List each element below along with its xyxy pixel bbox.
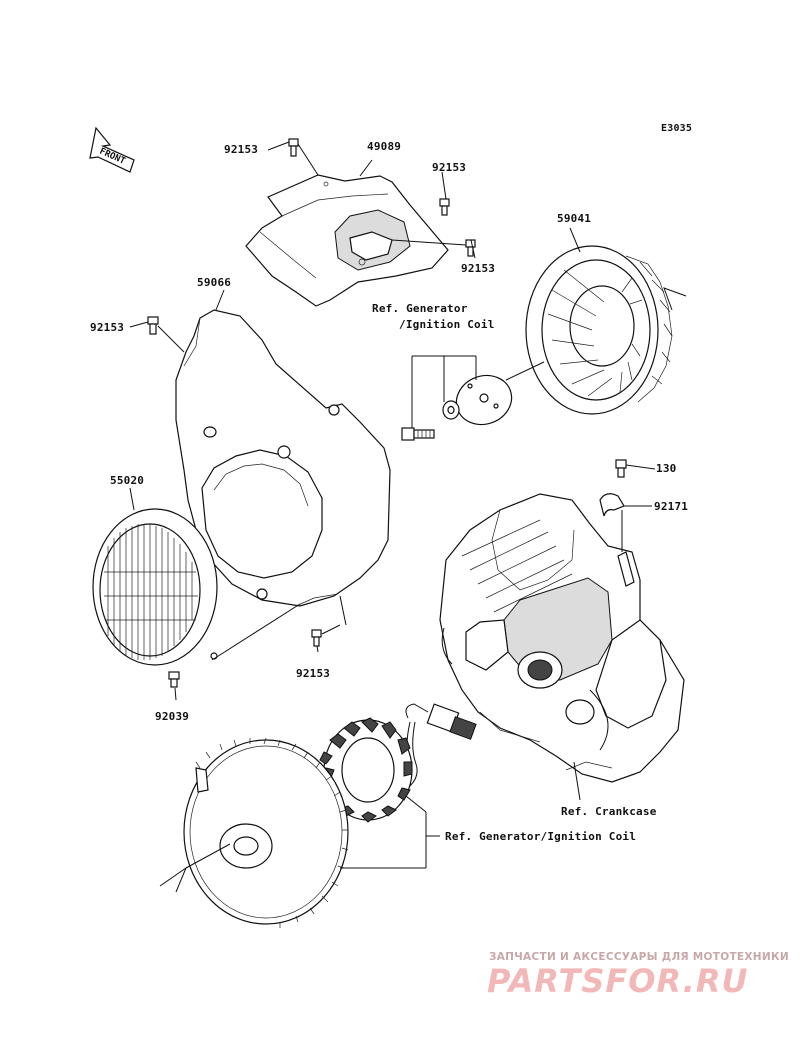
- bolt-92039-icon: [168, 671, 180, 688]
- watermark-logo: PARTSFOR.RU: [487, 962, 749, 1000]
- ref-generator-plate-top: [455, 374, 513, 426]
- part-label-49089[interactable]: 49089: [367, 140, 402, 153]
- part-label-92039[interactable]: 92039: [155, 710, 190, 723]
- ref-generator-ignition-bottom-label: Ref. Generator/Ignition Coil: [445, 830, 637, 843]
- bolt-92153-right-icon: [465, 239, 476, 257]
- part-label-92153-left[interactable]: 92153: [90, 321, 125, 334]
- bolt-generator-icon: [401, 427, 435, 441]
- crankcase-engine: [439, 493, 685, 783]
- cover-49089: [245, 174, 449, 307]
- part-label-92153-top-right[interactable]: 92153: [432, 161, 467, 174]
- ref-generator-ignition-top-line1: Ref. Generator: [372, 302, 468, 315]
- washer-icon: [442, 400, 460, 420]
- fan-housing-59066: [175, 309, 391, 607]
- part-label-59041[interactable]: 59041: [557, 212, 592, 225]
- front-arrow-icon: FRONT: [89, 126, 135, 173]
- flywheel: [159, 737, 349, 928]
- leader-lines: [129, 141, 656, 869]
- cooling-fan-59041: [525, 245, 687, 415]
- wiring-connector: [403, 703, 477, 787]
- clamp-92171-icon: [599, 493, 625, 517]
- stator-coil: [319, 717, 413, 823]
- ref-generator-ignition-top-line2: /Ignition Coil: [399, 318, 495, 331]
- part-label-55020[interactable]: 55020: [110, 474, 145, 487]
- bolt-92153-bottom-icon: [311, 629, 322, 647]
- ref-crankcase-label: Ref. Crankcase: [561, 805, 657, 818]
- part-label-92153-bottom[interactable]: 92153: [296, 667, 331, 680]
- part-label-92171[interactable]: 92171: [654, 500, 689, 513]
- diagram-code-label: E3035: [661, 123, 693, 134]
- watermark-tagline: ЗАПЧАСТИ И АКСЕССУАРЫ ДЛЯ МОТОТЕХНИКИ: [489, 951, 789, 963]
- bolt-92153-top-right-icon: [439, 198, 450, 216]
- bolt-92153-left-icon: [147, 316, 159, 335]
- screen-55020: [92, 508, 218, 666]
- bolt-92153-top-left-icon: [288, 138, 299, 157]
- part-label-130[interactable]: 130: [656, 462, 677, 475]
- part-label-92153-top-left[interactable]: 92153: [224, 143, 259, 156]
- bolt-130-icon: [615, 459, 627, 478]
- part-label-59066[interactable]: 59066: [197, 276, 232, 289]
- part-label-92153-right[interactable]: 92153: [461, 262, 496, 275]
